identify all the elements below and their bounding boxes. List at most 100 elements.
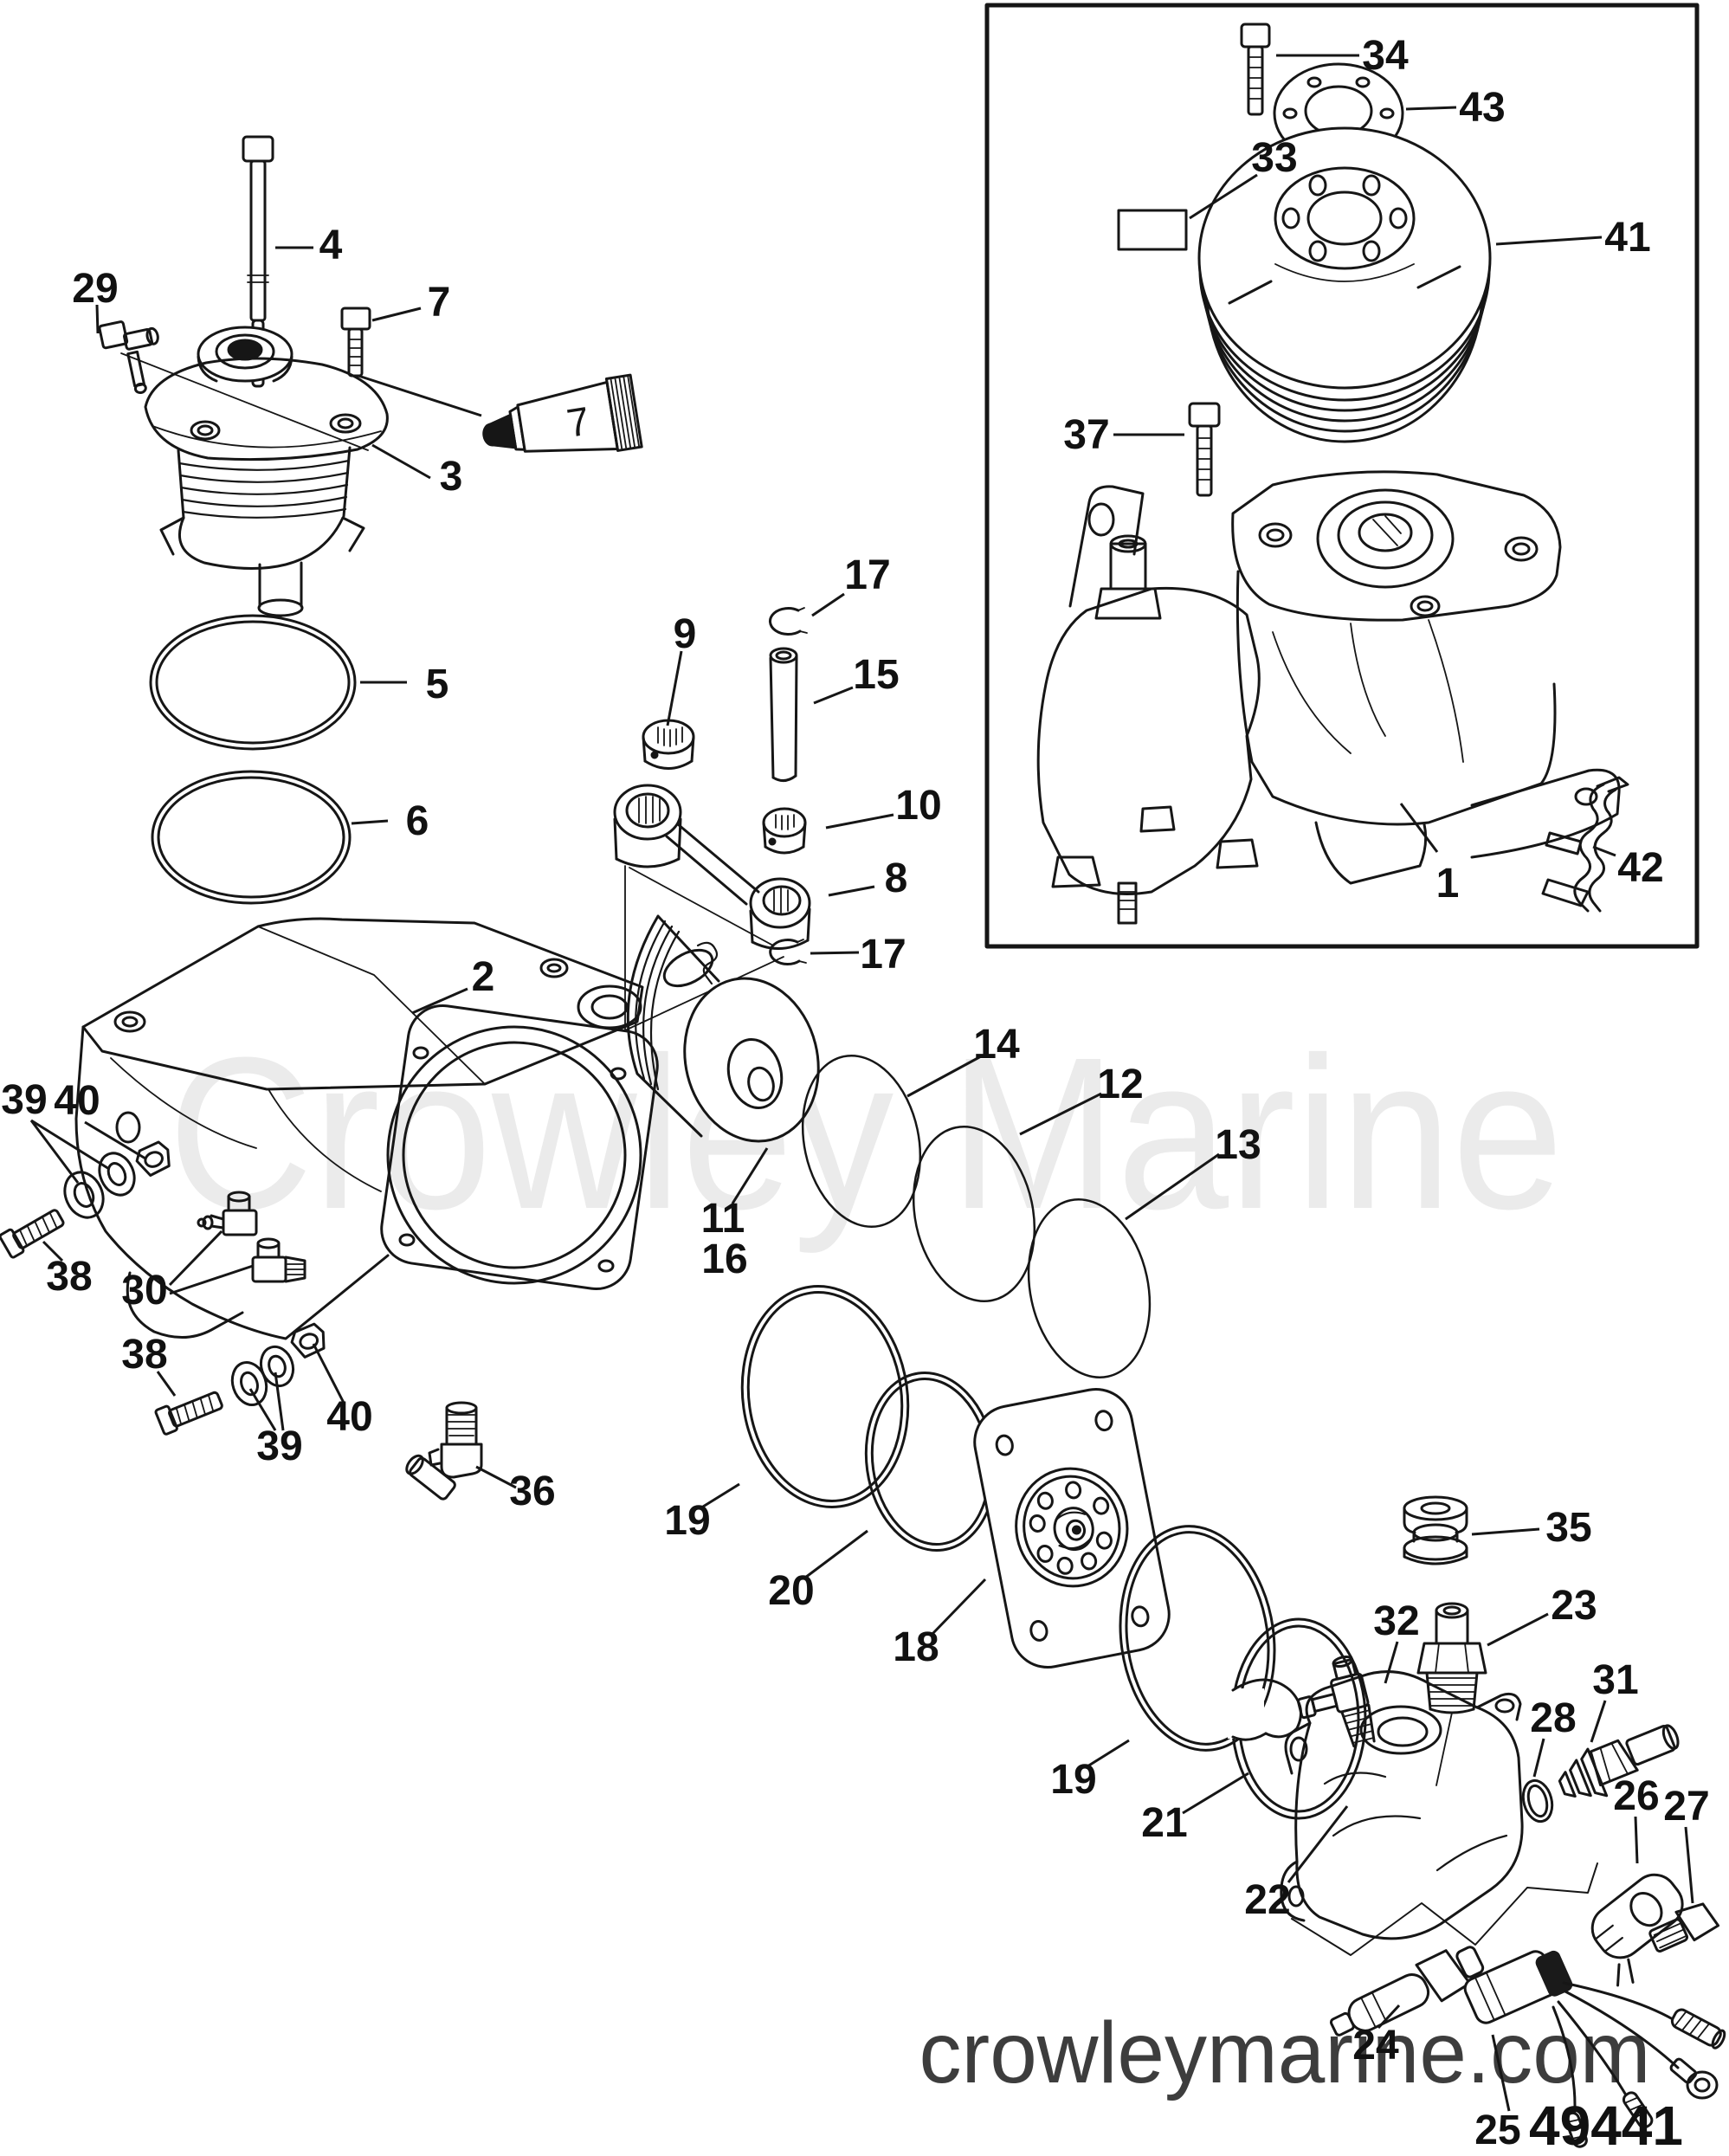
part-retaining-ring-17-top (768, 607, 808, 636)
callout-1: 1 (1436, 861, 1460, 907)
part-oring-19a (740, 1285, 910, 1508)
callout-10: 10 (895, 783, 941, 829)
part-pulley-41 (1197, 126, 1492, 443)
watermark-bottom: crowleymarine.com (919, 2004, 1651, 2101)
callout-leader-line (906, 1055, 982, 1098)
callout-34: 34 (1362, 33, 1409, 79)
callout-15: 15 (853, 652, 899, 698)
callout-leader-line (1287, 1805, 1349, 1883)
callout-leader-line (1590, 1700, 1607, 1743)
part-compressor-assembly-1 (1036, 470, 1621, 925)
part-piston-ring-14 (801, 1054, 922, 1229)
callout-40: 40 (54, 1078, 100, 1124)
callout-leader-line (811, 592, 845, 617)
part-nut-40-top (135, 1140, 171, 1178)
part-oring-5 (149, 614, 357, 751)
part-sensor-24 (1329, 1946, 1485, 2037)
part-bolt-7 (340, 307, 371, 378)
callout-38: 38 (121, 1332, 167, 1378)
callout-leader-line (95, 304, 100, 334)
callout-33: 33 (1251, 135, 1297, 181)
callout-leader-line (84, 1120, 146, 1160)
callout-27: 27 (1663, 1784, 1709, 1830)
callout-leader-line (1125, 1152, 1220, 1221)
part-bearing-9 (642, 719, 695, 770)
callout-13: 13 (1215, 1122, 1261, 1168)
callout-leader-line (731, 1147, 769, 1204)
callout-leader-line (1532, 1738, 1545, 1778)
callout-39: 39 (256, 1423, 302, 1469)
callout-leader-line (371, 307, 422, 322)
callout-30: 30 (121, 1268, 167, 1314)
leaders-layer (29, 54, 1694, 2112)
part-washers-39-bottom (230, 1345, 295, 1406)
callout-leader-line (810, 951, 860, 955)
callout-leader-line (358, 374, 482, 417)
part-oring-6 (151, 770, 352, 905)
callout-5: 5 (426, 662, 449, 707)
callout-leader-line (274, 1372, 285, 1431)
callout-leader-line (813, 686, 854, 705)
ground-strap-line (1291, 1862, 1598, 1956)
callout-42: 42 (1617, 845, 1663, 891)
callout-leader-line (1189, 173, 1258, 220)
callout-leader-line (1019, 1092, 1102, 1136)
callout-23: 23 (1551, 1583, 1597, 1629)
part-head-assembly-3 (144, 326, 389, 617)
callout-28: 28 (1530, 1695, 1576, 1741)
callout-9: 9 (674, 611, 697, 657)
part-decal-33 (1117, 209, 1188, 251)
callout-leader-line (825, 813, 894, 829)
callout-leader-line (1495, 236, 1603, 246)
callout-leader-line (1634, 1816, 1639, 1864)
part-bolt-34 (1240, 23, 1271, 116)
callout-leader-line (1399, 803, 1439, 853)
callout-31: 31 (1592, 1657, 1638, 1703)
callout-leader-line (702, 1482, 740, 1508)
callout-leader-line (804, 1529, 868, 1579)
part-retaining-ring-17-bottom (769, 939, 807, 966)
callout-22: 22 (1244, 1877, 1290, 1923)
fitting-29-reference-line (120, 352, 369, 451)
callout-35: 35 (1545, 1505, 1591, 1551)
part-connecting-rod-8 (613, 784, 811, 951)
callout-leader-line (42, 1240, 64, 1262)
part-sealant-tube-7: 7 (482, 373, 643, 453)
callout-leader-line (169, 1264, 254, 1295)
part-bolt-38-top (0, 1209, 65, 1259)
part-piston-ring-12 (912, 1125, 1036, 1303)
callout-leader-line (1377, 2004, 1401, 2030)
watermark-center: Crowley Marine (168, 1012, 1564, 1254)
callout-leader-line (411, 987, 468, 1015)
callout-2: 2 (472, 954, 495, 1000)
part-bolt-27 (1648, 1902, 1720, 1953)
callout-18: 18 (893, 1624, 939, 1670)
callout-leader-line (666, 650, 683, 726)
callout-40: 40 (326, 1394, 372, 1440)
callout-19: 19 (664, 1498, 710, 1544)
callout-leader-line (475, 1465, 517, 1489)
callout-leader-line (1182, 1772, 1249, 1815)
part-fitting-23 (1416, 1602, 1487, 1714)
callout-16: 16 (701, 1236, 747, 1282)
callout-leader-line (1592, 845, 1616, 857)
drawing-number: 49441 (1529, 2095, 1683, 2156)
part-clip-42 (1541, 776, 1629, 913)
callout-36: 36 (509, 1469, 555, 1514)
callout-3: 3 (440, 454, 463, 500)
line-art-layer: 7 (0, 3, 1726, 2148)
callout-11: 11 (701, 1196, 745, 1242)
part-fittings-30 (197, 1191, 306, 1283)
callout-7: 7 (428, 280, 451, 326)
part-bolt-38-bottom (154, 1391, 223, 1436)
part-fitting-36 (405, 1401, 483, 1501)
callout-6: 6 (406, 798, 429, 844)
callout-19: 19 (1050, 1757, 1096, 1803)
callout-24: 24 (1352, 2023, 1399, 2069)
callout-leader-line (30, 1119, 110, 1171)
callout-leader-line (156, 1371, 177, 1397)
callout-leader-line (1684, 1826, 1694, 1904)
callout-17: 17 (844, 552, 890, 598)
